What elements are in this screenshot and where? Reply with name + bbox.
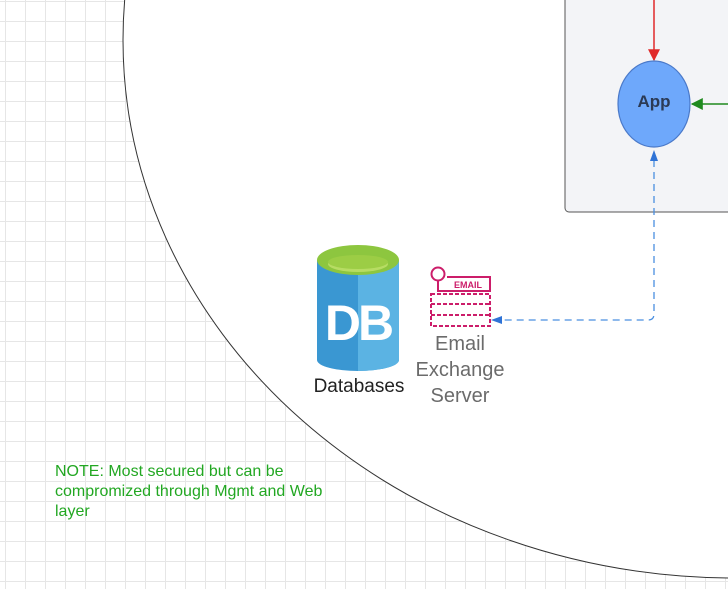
app-node-label: App xyxy=(637,92,671,111)
db-icon-text: DB xyxy=(325,295,392,351)
arrowhead-left-icon xyxy=(491,316,502,324)
arrowhead-up-icon xyxy=(650,150,658,161)
app-node[interactable] xyxy=(617,60,691,148)
email-exchange-server-label: Email Exchange Server xyxy=(415,333,505,407)
app-email-dashed-connector[interactable] xyxy=(502,160,655,321)
security-note: NOTE: Most secured but can be compromize… xyxy=(55,463,323,520)
database-db-icon[interactable]: DB xyxy=(317,245,399,371)
databases-label: Databases xyxy=(313,376,405,397)
email-icon-text: EMAIL xyxy=(454,280,483,290)
email-server-icon[interactable]: EMAIL xyxy=(430,266,491,327)
